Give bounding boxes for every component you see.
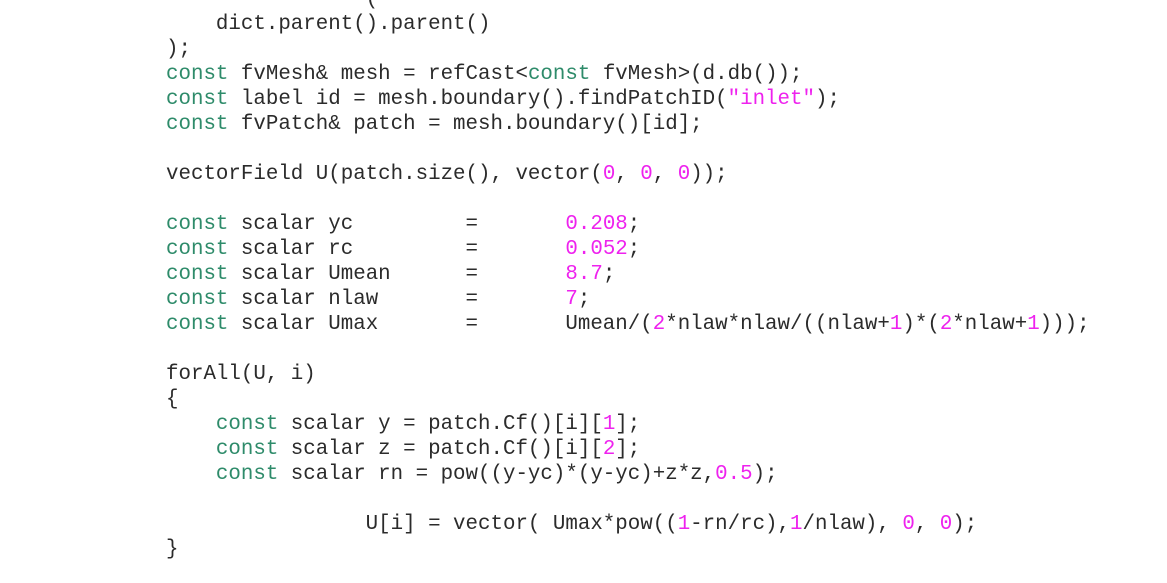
code-line — [166, 337, 1090, 362]
code-token: scalar z = patch.Cf()[i][ — [278, 438, 603, 461]
code-token: ); — [952, 513, 978, 536]
code-line: const scalar Umax = Umean/(2*nlaw*nlaw/(… — [166, 312, 1090, 337]
code-line: const label id = mesh.boundary().findPat… — [166, 87, 1090, 112]
code-line: const fvMesh& mesh = refCast<const fvMes… — [166, 62, 1090, 87]
code-line: const scalar rn = pow((y-yc)*(y-yc)+z*z,… — [166, 462, 1090, 487]
code-token — [166, 438, 216, 461]
code-line: const scalar yc = 0.208; — [166, 212, 1090, 237]
keyword-token: const — [215, 463, 279, 486]
code-token: )); — [690, 163, 728, 186]
code-token: -rn/rc), — [690, 513, 791, 536]
code-line — [166, 137, 1090, 162]
code-token: scalar Umean = — [228, 263, 566, 286]
code-token: *nlaw+ — [952, 313, 1028, 336]
code-line: ); — [166, 37, 1090, 62]
code-line: dict.parent().parent() — [166, 12, 1090, 37]
code-line: const scalar nlaw = 7; — [166, 287, 1090, 312]
code-line: { — [166, 387, 1090, 412]
literal-token: 0.052 — [565, 238, 628, 261]
keyword-token: const — [166, 113, 229, 136]
literal-token: 1 — [1027, 313, 1040, 336]
code-token: ( — [166, 0, 379, 11]
code-token: , — [914, 513, 940, 536]
code-token: scalar rn = pow((y-yc)*(y-yc)+z*z, — [278, 463, 716, 486]
code-line: const scalar y = patch.Cf()[i][1]; — [166, 412, 1090, 437]
code-token: scalar y = patch.Cf()[i][ — [278, 413, 603, 436]
code-line — [166, 187, 1090, 212]
literal-token: 0.5 — [715, 463, 753, 486]
literal-token: 2 — [602, 438, 616, 461]
keyword-token: const — [166, 238, 229, 261]
literal-token: 0 — [939, 513, 953, 536]
code-token: fvMesh>(d.db()); — [590, 63, 803, 86]
code-line: ( — [166, 0, 1090, 12]
code-token: ); — [166, 38, 191, 61]
code-token: ); — [752, 463, 778, 486]
code-line: forAll(U, i) — [166, 362, 1090, 387]
keyword-token: const — [166, 263, 229, 286]
code-token: ; — [627, 213, 641, 236]
code-token: label id = mesh.boundary().findPatchID( — [228, 88, 728, 111]
code-line: } — [166, 537, 1090, 562]
code-token: scalar yc = — [228, 213, 566, 236]
code-token: scalar rc = — [228, 238, 566, 261]
code-line: const scalar z = patch.Cf()[i][2]; — [166, 437, 1090, 462]
code-line: const scalar Umean = 8.7; — [166, 262, 1090, 287]
code-token: ); — [815, 88, 840, 111]
keyword-token: const — [215, 413, 279, 436]
keyword-token: const — [166, 63, 229, 86]
literal-token: 1 — [889, 313, 903, 336]
code-token: fvMesh& mesh = refCast< — [228, 63, 528, 86]
literal-token: 2 — [939, 313, 953, 336]
literal-token: 0 — [677, 163, 691, 186]
code-line: U[i] = vector( Umax*pow((1-rn/rc),1/nlaw… — [166, 512, 1090, 537]
code-token: ; — [602, 263, 616, 286]
literal-token: 1 — [602, 413, 616, 436]
code-token: { — [166, 388, 179, 411]
code-line — [166, 487, 1090, 512]
keyword-token: const — [166, 313, 229, 336]
keyword-token: const — [527, 63, 591, 86]
code-token: vectorField U(patch.size(), vector( — [166, 163, 603, 186]
code-token: ]; — [615, 438, 641, 461]
code-token: *nlaw*nlaw/((nlaw+ — [665, 313, 890, 336]
code-token: ; — [577, 288, 591, 311]
literal-token: 1 — [790, 513, 803, 536]
code-token: , — [652, 163, 678, 186]
keyword-token: const — [166, 288, 229, 311]
code-token: } — [166, 538, 179, 561]
code-token: dict.parent().parent() — [166, 13, 491, 36]
code-token: U[i] = vector( Umax*pow(( — [166, 513, 678, 536]
code-token: ))); — [1039, 313, 1090, 336]
code-token: , — [615, 163, 641, 186]
code-line: vectorField U(patch.size(), vector(0, 0,… — [166, 162, 1090, 187]
code-token: /nlaw), — [802, 513, 903, 536]
code-token: forAll(U, i) — [166, 363, 316, 386]
keyword-token: const — [166, 88, 229, 111]
code-token: ]; — [615, 413, 641, 436]
code-token: )*( — [902, 313, 940, 336]
code-token: fvPatch& patch = mesh.boundary()[id]; — [228, 113, 703, 136]
literal-token: 2 — [652, 313, 666, 336]
code-token — [166, 413, 216, 436]
code-token: scalar nlaw = — [228, 288, 566, 311]
literal-token: "inlet" — [727, 88, 815, 111]
literal-token: 0 — [640, 163, 653, 186]
literal-token: 1 — [677, 513, 691, 536]
literal-token: 0 — [602, 163, 616, 186]
literal-token: 0.208 — [565, 213, 628, 236]
keyword-token: const — [215, 438, 279, 461]
code-editor[interactable]: ( dict.parent().parent());const fvMesh& … — [166, 0, 1090, 562]
code-token — [166, 463, 216, 486]
keyword-token: const — [166, 213, 229, 236]
literal-token: 0 — [902, 513, 915, 536]
code-line: const scalar rc = 0.052; — [166, 237, 1090, 262]
code-token: ; — [627, 238, 641, 261]
literal-token: 7 — [565, 288, 578, 311]
code-token: scalar Umax = Umean/( — [228, 313, 653, 336]
code-line: const fvPatch& patch = mesh.boundary()[i… — [166, 112, 1090, 137]
literal-token: 8.7 — [565, 263, 603, 286]
